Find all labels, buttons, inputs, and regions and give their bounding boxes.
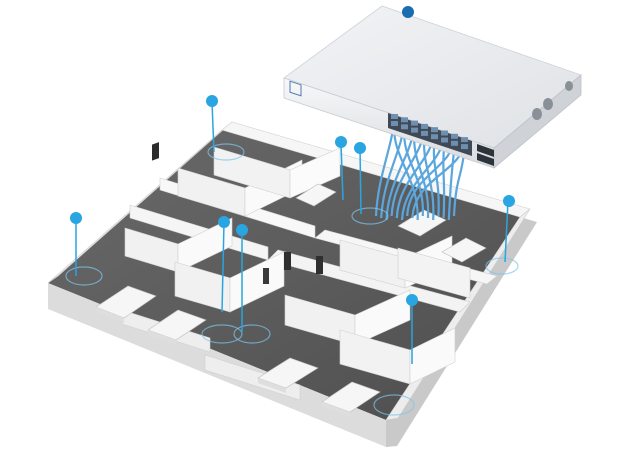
access-point-pin	[206, 95, 245, 161]
ethernet-cable	[393, 125, 419, 221]
ethernet-port	[411, 120, 418, 126]
door	[152, 142, 159, 161]
access-point-pin	[201, 216, 243, 344]
ethernet-port	[441, 137, 448, 143]
floor-plan	[47, 121, 537, 447]
access-point-pin	[485, 195, 519, 275]
ethernet-port	[421, 130, 428, 136]
ethernet-cable	[442, 142, 446, 219]
door	[263, 268, 269, 284]
ethernet-port	[431, 134, 438, 140]
room-left-wall-d	[229, 251, 285, 313]
switch-marker-dot	[402, 6, 414, 18]
ethernet-port	[441, 130, 448, 136]
ethernet-port	[461, 144, 468, 150]
access-point-pin	[351, 142, 389, 225]
ethernet-port	[411, 127, 418, 133]
ethernet-port	[421, 123, 428, 129]
bed	[321, 381, 381, 417]
bed	[295, 183, 337, 207]
ethernet-port	[391, 121, 398, 126]
switch-vents	[532, 81, 573, 120]
ethernet-port	[431, 127, 438, 133]
access-point-pin	[335, 136, 347, 201]
ethernet-port	[401, 117, 408, 123]
switch-ports	[391, 114, 468, 150]
network-switch	[283, 5, 582, 169]
switch-logo-box	[289, 80, 302, 97]
ethernet-port	[451, 133, 458, 139]
floor-front-right-face	[386, 217, 537, 447]
bed	[95, 285, 157, 323]
ethernet-port	[461, 137, 468, 143]
room-upper-left-wall-d	[289, 147, 341, 199]
bed	[257, 357, 319, 393]
ethernet-port	[451, 140, 458, 146]
sfp-ports	[477, 144, 494, 166]
bed	[441, 237, 487, 263]
access-point-pin	[65, 212, 103, 286]
door	[316, 256, 323, 274]
ethernet-port	[391, 114, 398, 119]
access-point-pin	[373, 294, 418, 416]
access-point-pin	[233, 224, 271, 344]
bed	[147, 309, 207, 345]
room-right-wall-c	[397, 247, 471, 299]
access-point-markers	[65, 6, 519, 416]
room-lower-wall-d	[409, 327, 456, 385]
door	[284, 252, 291, 270]
ethernet-port	[401, 124, 408, 130]
